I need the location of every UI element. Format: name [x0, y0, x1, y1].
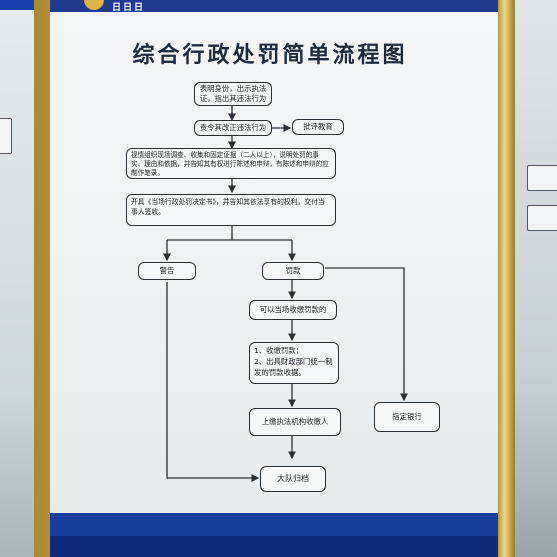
flow-step-collect-on-site: 可以当场收缴罚款的 — [249, 300, 337, 320]
side-panel-box — [527, 165, 557, 191]
side-panel-box — [0, 118, 12, 154]
poster-bottom-band — [50, 513, 498, 536]
police-emblem-icon — [84, 0, 104, 10]
poster-bottom-band-dark — [50, 536, 498, 557]
flow-step-identify: 表明身份，出示执法证，指出其违法行为 — [194, 82, 272, 106]
flow-step-decision: 开具《当场行政处罚决定书》，并告知其依法享有的权利，交付当事人签收。 — [126, 194, 336, 226]
side-panel-box — [527, 205, 557, 231]
flow-step-criticize: 批评教育 — [292, 119, 344, 135]
right-side-panel — [513, 0, 557, 557]
top-bar-text: 日日日 — [112, 3, 146, 13]
poster-title: 综合行政处罚简单流程图 — [132, 43, 408, 68]
poster-top-bar — [50, 0, 498, 12]
side-strip — [0, 0, 34, 10]
flow-step-archive: 大队归档 — [260, 466, 326, 492]
arrow — [166, 282, 260, 482]
arrow — [325, 267, 408, 402]
flow-step-bank: 指定银行 — [374, 402, 440, 432]
flow-step-order-correct: 责令其改正违法行为 — [194, 120, 272, 136]
flow-step-investigate: 视情组织现场调查、收集和固定证据（二人以上），说明处罚的事实、理由和依据，并告知… — [126, 148, 336, 179]
flow-step-turn-in: 上缴执法机构收缴人 — [249, 408, 341, 436]
flow-step-warning: 警告 — [138, 262, 196, 280]
gold-frame-right — [498, 0, 515, 557]
left-side-panel — [0, 0, 34, 557]
flow-step-fine: 罚款 — [262, 262, 324, 280]
flow-step-collect-steps: 1、收缴罚款； 2、出具财政部门统一制发的罚款收据。 — [249, 342, 339, 384]
